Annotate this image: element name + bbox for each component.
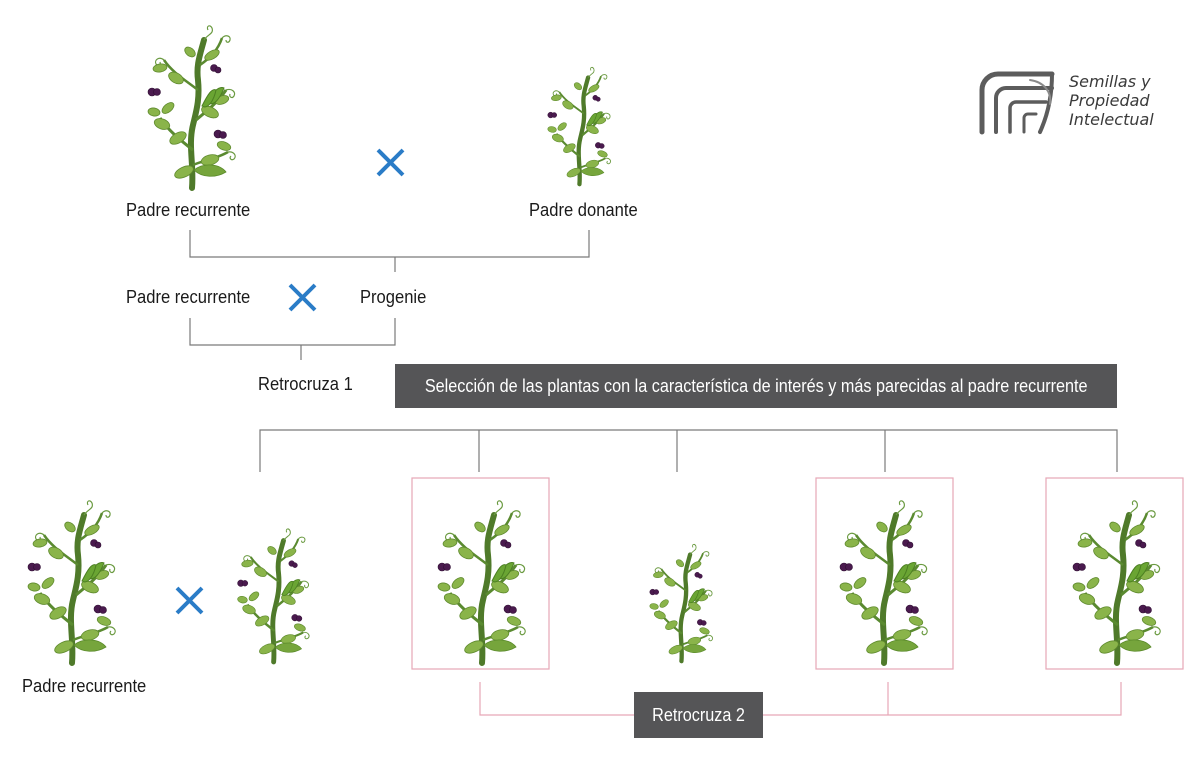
label-padre-recurrente-bottom: Padre recurrente (22, 676, 147, 696)
connector-first-cross (189, 230, 590, 258)
plant-selected-1 (437, 501, 525, 663)
label-progenie: Progenie (360, 287, 427, 307)
selection-banner-text: Selección de las plantas con la caracter… (424, 375, 1088, 396)
label-padre-donante: Padre donante (529, 200, 638, 220)
cross-icon (288, 283, 317, 312)
plant-retrocruza-1 (237, 529, 309, 662)
retrocruza-2-banner: Retrocruza 2 (634, 692, 763, 738)
retrocruza-2-text: Retrocruza 2 (652, 704, 745, 725)
selection-box (1045, 477, 1184, 670)
plant-discarded (649, 544, 712, 661)
logo-text: Semillas y Propiedad Intelectual (1069, 72, 1154, 129)
connector-retrocruza-2 (479, 682, 1122, 716)
label-padre-recurrente-mid: Padre recurrente (126, 287, 251, 307)
connector-retrocruza-1-offspring (259, 429, 1118, 472)
label-retrocruza-1: Retrocruza 1 (258, 374, 353, 394)
selection-box (815, 477, 954, 670)
plant-padre-recurrente-bottom (27, 501, 115, 663)
cross-icon (175, 586, 204, 615)
plant-padre-recurrente-top (147, 26, 235, 188)
selection-banner: Selección de las plantas con la caracter… (395, 364, 1117, 408)
plant-selected-2 (839, 501, 927, 663)
semillas-logo-icon (979, 71, 1055, 135)
logo-line-2: Propiedad (1069, 91, 1150, 110)
logo-line-3: Intelectual (1069, 110, 1154, 129)
logo-line-1: Semillas y (1069, 72, 1151, 91)
plant-padre-donante (547, 67, 610, 184)
cross-icon (376, 148, 405, 177)
connector-second-cross (189, 318, 396, 346)
label-padre-recurrente-top: Padre recurrente (126, 200, 251, 220)
selection-box (411, 477, 550, 670)
plant-selected-3 (1072, 501, 1160, 663)
